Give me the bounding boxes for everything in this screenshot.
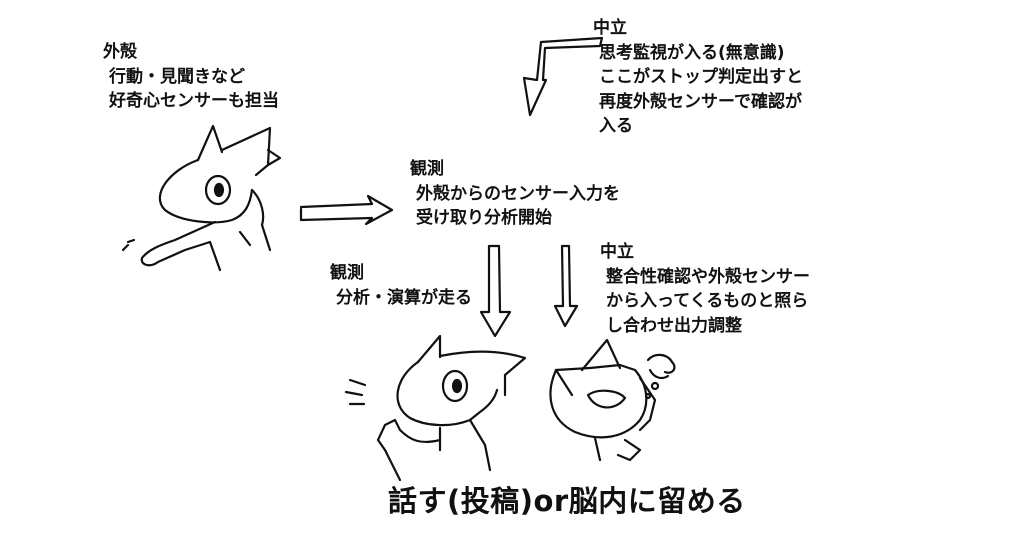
conclusion-text: 話す(投稿)or脳内に留める [388, 484, 746, 518]
note-title: 観測 [330, 263, 364, 283]
observe-center-note: 観測 外殻からのセンサー入力を 受け取り分析開始 [410, 157, 620, 231]
note-line: 受け取り分析開始 [416, 208, 552, 228]
bent-down-arrow-icon [522, 36, 604, 117]
observe-left-note: 観測 分析・演算が走る [330, 261, 472, 310]
note-line: から入ってくるものと照ら [606, 291, 809, 311]
note-title: 中立 [593, 18, 627, 38]
note-line: し合わせ出力調整 [606, 315, 742, 336]
note-line: 行動・見聞きなど [109, 66, 245, 87]
note-line: 再度外殻センサーで確認が [599, 91, 802, 112]
observe-character [344, 334, 527, 482]
outer-shell-note: 外殻 行動・見聞きなど 好奇心センサーも担当 [103, 40, 279, 114]
neutral-top-note: 中立 思考監視が入る(無意識) ここがストップ判定出すと 再度外殻センサーで確認… [593, 16, 803, 139]
note-line: 入る [599, 116, 633, 136]
note-title: 中立 [600, 242, 634, 262]
neutral-bottom-note: 中立 整合性確認や外殻センサー から入ってくるものと照ら し合わせ出力調整 [600, 240, 810, 338]
note-line: 外殻からのセンサー入力を [416, 183, 620, 204]
outer-shell-character [121, 124, 282, 272]
note-line: 好奇心センサーも担当 [109, 91, 279, 111]
down-arrow-icon [479, 244, 512, 338]
down-arrow-icon [553, 244, 579, 328]
neutral-character [549, 338, 676, 462]
note-title: 外殻 [103, 42, 137, 62]
note-title: 観測 [410, 159, 444, 179]
note-line: 整合性確認や外殻センサー [606, 266, 810, 287]
note-line: ここがストップ判定出すと [599, 67, 803, 87]
right-arrow-icon [299, 194, 394, 226]
note-line: 分析・演算が走る [336, 287, 472, 308]
note-line: 思考監視が入る(無意識) [599, 42, 785, 63]
